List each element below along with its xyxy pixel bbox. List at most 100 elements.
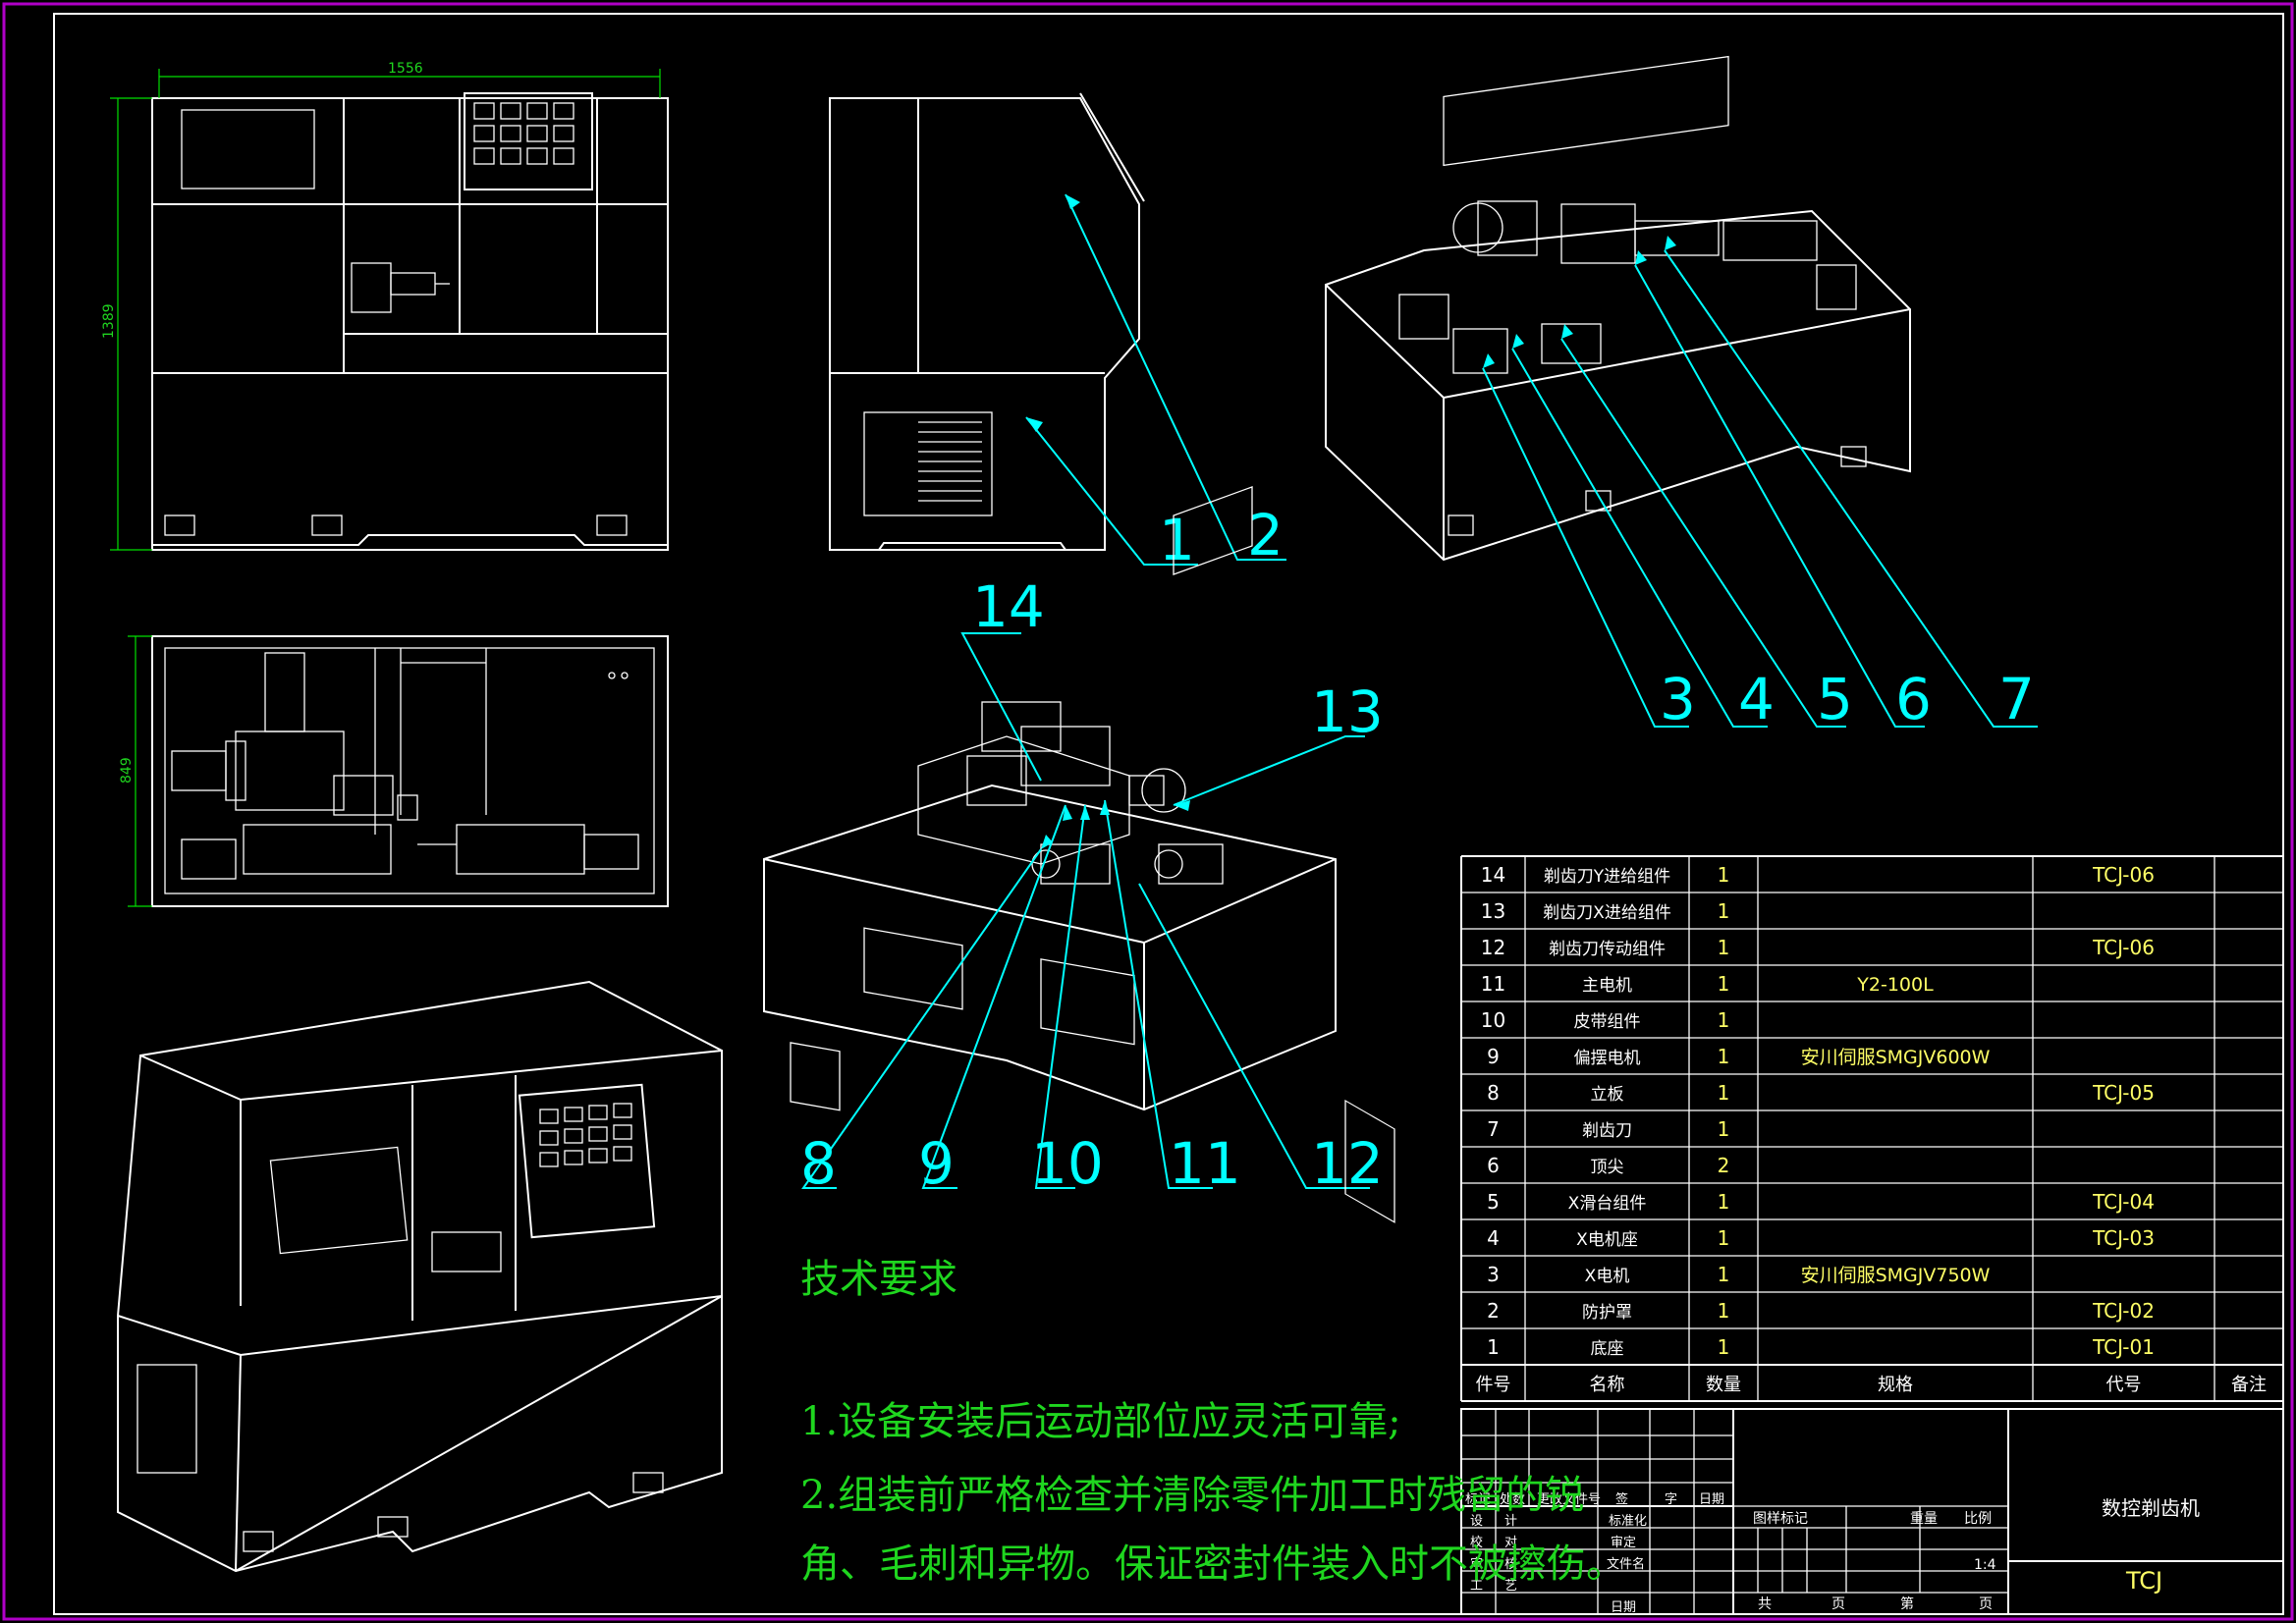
balloon-9: 9: [918, 1130, 955, 1197]
bom-item-spec: 安川伺服SMGJV750W: [1801, 1265, 1991, 1286]
role-1: 计: [1504, 1514, 1517, 1529]
bom-item-name: 偏摆电机: [1574, 1049, 1641, 1068]
bom-item-qty: 1: [1718, 1190, 1730, 1214]
notes-line-1: 1.设备安装后运动部位应灵活可靠;: [800, 1399, 1401, 1444]
bom-item-name: X电机座: [1576, 1230, 1638, 1250]
balloon-4: 4: [1738, 666, 1775, 732]
role-mid-3: 日期: [1611, 1600, 1636, 1615]
bom-item-qty: 1: [1718, 1263, 1730, 1286]
side-view: 1 2: [829, 92, 1286, 573]
bom-header-cell: 件号: [1476, 1375, 1511, 1395]
drawing-code: TCJ: [2125, 1567, 2162, 1595]
role-mid-1: 审定: [1611, 1536, 1636, 1550]
bom-item-number: 7: [1487, 1117, 1500, 1141]
bom-item-code: TCJ-04: [2092, 1190, 2155, 1214]
bom-item-number: 3: [1487, 1263, 1500, 1286]
bom-item-qty: 1: [1718, 1045, 1730, 1068]
balloon-11: 11: [1169, 1130, 1241, 1197]
bom-item-name: 剃齿刀X进给组件: [1543, 903, 1671, 923]
rev-h-4: 字: [1665, 1492, 1677, 1507]
bom-item-name: X电机: [1585, 1267, 1630, 1286]
bom-item-qty: 1: [1718, 1335, 1730, 1359]
scale-label: 比例: [1964, 1511, 1992, 1527]
bom-item-number: 5: [1487, 1190, 1500, 1214]
balloon-5: 5: [1817, 666, 1853, 732]
bom-item-qty: 1: [1718, 1008, 1730, 1032]
bom-item-qty: 1: [1718, 1081, 1730, 1105]
notes-line-2: 2.组装前严格检查并清除零件加工时残留的锐: [800, 1473, 1585, 1518]
rev-h-5: 日期: [1699, 1492, 1724, 1507]
page-label-2: 页: [1979, 1596, 1993, 1612]
balloon-12: 12: [1311, 1130, 1384, 1197]
bom-item-number: 2: [1487, 1299, 1500, 1323]
title-block: 数控剃齿机 TCJ 1:4 图样标记 重量 比例 共 页 第 页 标记 处数 更…: [1460, 1408, 2284, 1615]
balloon-10: 10: [1031, 1130, 1104, 1197]
role-7: 艺: [1504, 1579, 1517, 1594]
scale-value: 1:4: [1974, 1557, 1996, 1573]
balloon-2: 2: [1247, 502, 1284, 568]
bom-item-name: 立板: [1591, 1085, 1624, 1105]
rev-h-0: 标记: [1465, 1492, 1491, 1507]
balloon-7: 7: [1998, 666, 2035, 732]
role-0: 设: [1470, 1514, 1483, 1529]
bom-item-name: 剃齿刀Y进给组件: [1544, 867, 1670, 887]
bom-item-qty: 1: [1718, 972, 1730, 996]
bom-item-code: TCJ-05: [2092, 1081, 2155, 1105]
role-3: 对: [1504, 1536, 1517, 1550]
balloon-14: 14: [972, 573, 1045, 640]
role-6: 工: [1470, 1579, 1483, 1594]
balloon-3: 3: [1660, 666, 1696, 732]
rev-h-1: 处数: [1500, 1492, 1525, 1507]
sheet-label: 第: [1900, 1596, 1914, 1612]
bom-item-spec: Y2-100L: [1856, 974, 1934, 996]
bom-item-name: 顶尖: [1591, 1158, 1624, 1177]
bom-item-qty: 1: [1718, 1299, 1730, 1323]
depth-dimension: 849: [119, 757, 135, 784]
bom-item-name: 主电机: [1582, 976, 1632, 996]
bom-item-code: TCJ-01: [2092, 1335, 2155, 1359]
weight-label: 重量: [1910, 1511, 1938, 1527]
notes-title: 技术要求: [800, 1257, 957, 1302]
bom-item-number: 9: [1487, 1045, 1500, 1068]
balloon-13: 13: [1311, 678, 1384, 745]
bom-header-cell: 数量: [1706, 1375, 1741, 1395]
rev-h-3: 签: [1615, 1491, 1628, 1507]
role-mid-0: 标准化: [1609, 1514, 1647, 1529]
bom-item-qty: 1: [1718, 1226, 1730, 1250]
product-name: 数控剃齿机: [2102, 1496, 2200, 1520]
bom-item-qty: 2: [1718, 1154, 1730, 1177]
bom-item-name: 剃齿刀: [1582, 1121, 1632, 1141]
bom-item-spec: 安川伺服SMGJV600W: [1801, 1047, 1991, 1068]
total-label: 共: [1758, 1596, 1772, 1612]
control-keys: [473, 102, 574, 165]
bom-header-cell: 备注: [2231, 1375, 2267, 1395]
bom-item-number: 10: [1481, 1008, 1505, 1032]
rev-h-2: 更改文件号: [1537, 1492, 1601, 1507]
vent-slots: [918, 421, 982, 502]
balloon-1: 1: [1159, 507, 1195, 573]
bom-item-number: 8: [1487, 1081, 1500, 1105]
role-2: 校: [1470, 1535, 1483, 1550]
bom-header-cell: 代号: [2106, 1375, 2142, 1395]
bom-item-qty: 1: [1718, 863, 1730, 887]
bom-item-qty: 1: [1718, 899, 1730, 923]
notes-line-3: 角、毛刺和异物。保证密封件装入时不被擦伤。: [800, 1542, 1625, 1587]
bom-item-number: 11: [1481, 972, 1505, 996]
page-label-1: 页: [1831, 1596, 1845, 1612]
bom-item-name: 皮带组件: [1574, 1012, 1641, 1032]
bom-item-code: TCJ-03: [2092, 1226, 2155, 1250]
height-dimension: 1389: [101, 303, 117, 339]
bom-item-name: 防护罩: [1582, 1303, 1632, 1323]
bom-item-qty: 1: [1718, 1117, 1730, 1141]
stage-label: 图样标记: [1753, 1511, 1808, 1527]
bom-item-code: TCJ-02: [2092, 1299, 2155, 1323]
iso-base-view: 8 9 10 11 12 13 14: [763, 486, 1384, 1197]
bom-item-name: 底座: [1591, 1339, 1624, 1359]
inner-frame: [53, 13, 2284, 1615]
bom-item-name: X滑台组件: [1568, 1194, 1647, 1214]
role-mid-2: 文件名: [1607, 1556, 1645, 1572]
bom-item-name: 剃齿刀传动组件: [1549, 940, 1666, 959]
